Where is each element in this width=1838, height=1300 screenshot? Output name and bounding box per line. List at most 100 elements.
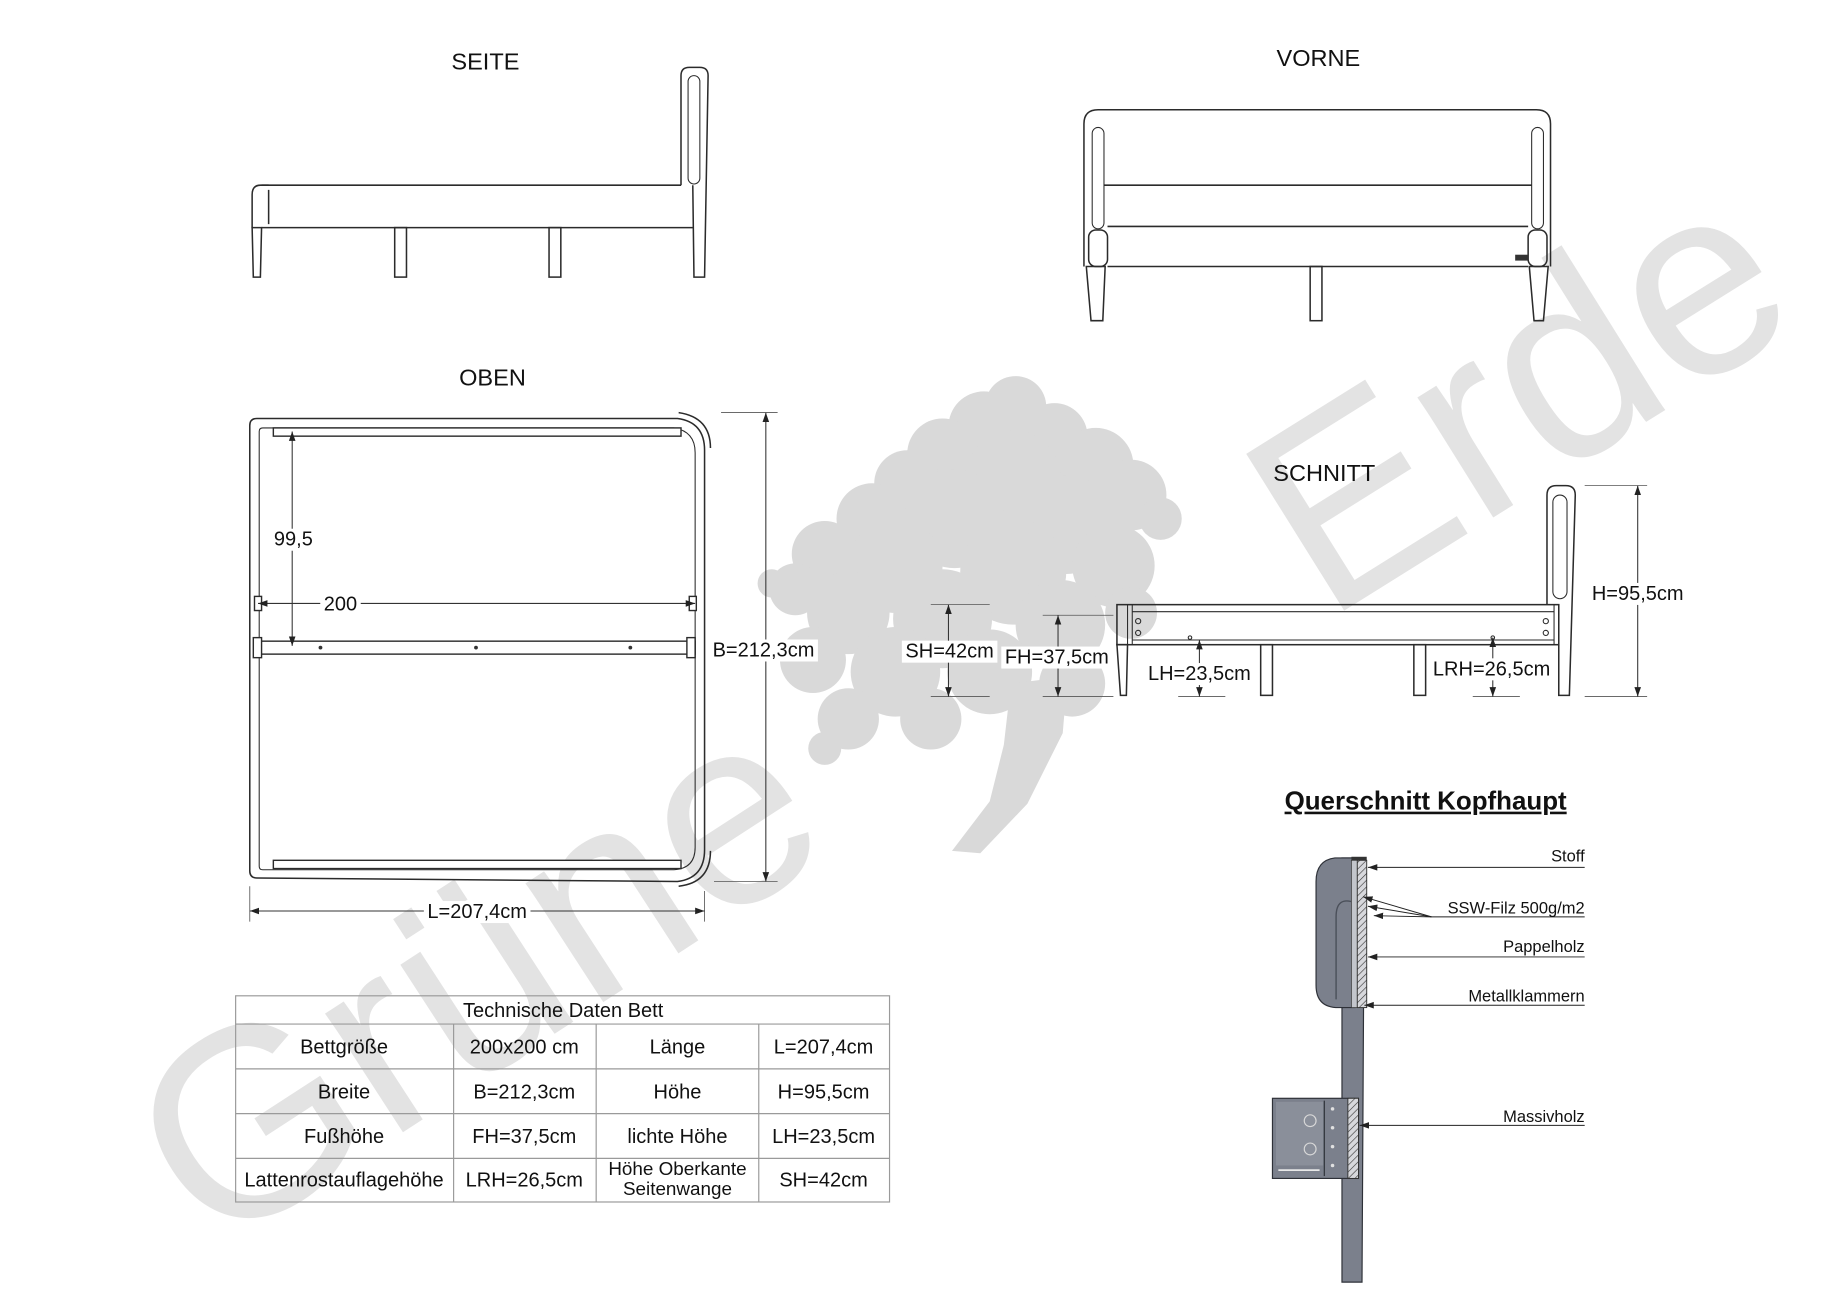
table-cell: lichte Höhe: [627, 1126, 727, 1148]
tree-foliage: [1105, 586, 1157, 639]
dimension-label-background: [901, 640, 998, 663]
front-frame-cap-left: [1087, 229, 1109, 268]
technical-data-table: Technische Daten Bett Bettgröße 200x200 …: [235, 995, 891, 1203]
top-frame-outer: [249, 417, 706, 883]
label-massivholz: Massivholz: [1503, 1108, 1585, 1126]
side-leg-left: [251, 226, 263, 278]
side-headboard-cushion: [687, 75, 701, 185]
front-view-title: VORNE: [1277, 45, 1361, 71]
front-leg-left: [1085, 265, 1106, 322]
table-cell: B=212,3cm: [473, 1081, 575, 1103]
cross-section-title: Querschnitt Kopfhaupt: [1285, 788, 1567, 816]
section-view: SCHNITT SH=42cm FH=37,5cm LH=23,5cm LRH=…: [901, 460, 1688, 697]
cs-metal-clamp: [1330, 1144, 1335, 1149]
cs-felt-layer: [1351, 859, 1358, 1008]
table-cell: Fußhöhe: [304, 1126, 384, 1148]
table-cell: LRH=26,5cm: [466, 1170, 583, 1192]
dimension-label-sh: SH=42cm: [905, 641, 993, 663]
front-leg-middle: [1309, 265, 1323, 322]
front-post-cushion-left: [1091, 126, 1105, 230]
section-frame: [1116, 603, 1560, 646]
cs-fabric-layer: [1351, 856, 1367, 861]
label-filz: SSW-Filz 500g/m2: [1448, 899, 1585, 917]
tree-foliage: [900, 688, 962, 750]
table-title: Technische Daten Bett: [463, 1000, 664, 1022]
dimension-label-length: L=207,4cm: [427, 901, 527, 923]
front-leg-right: [1528, 265, 1549, 322]
section-frame-inner-lines: [1127, 604, 1555, 645]
section-frame-bolt: [1542, 629, 1549, 637]
tree-trunk: [951, 676, 1068, 854]
table-cell: Breite: [318, 1081, 370, 1103]
side-view-title: SEITE: [451, 49, 519, 75]
cs-block-panel: [1275, 1101, 1324, 1166]
table-cell: Länge: [650, 1037, 706, 1059]
cs-metal-clamp: [1330, 1125, 1335, 1130]
dimension-label-h: H=95,5cm: [1592, 583, 1684, 605]
side-leg-middle-1: [393, 226, 408, 278]
top-frame-inner: [258, 427, 696, 871]
leader-filz-3: [1373, 912, 1432, 920]
dimension-label-slat-spacing: 99,5: [274, 529, 313, 551]
top-rail-foot: [272, 859, 682, 870]
section-frame-bolt: [1135, 629, 1142, 637]
table-grid: [235, 1023, 890, 1202]
section-headboard-cushion: [1552, 494, 1568, 600]
section-view-title: SCHNITT: [1273, 460, 1375, 486]
cs-metal-clamp: [1330, 1107, 1335, 1111]
table-cell: 200x200 cm: [470, 1037, 579, 1059]
watermark-word-erde: Erde: [1197, 116, 1837, 671]
dimension-label-background: [1001, 646, 1113, 669]
top-beam-screw: [628, 645, 633, 650]
top-center-beam-bracket-left: [252, 636, 263, 659]
dimension-label-inner-length: 200: [324, 594, 357, 616]
section-headboard: [1546, 484, 1577, 697]
side-leg-middle-2: [548, 226, 562, 278]
dimension-label-background: [270, 528, 317, 551]
top-beam-screw: [318, 645, 323, 650]
side-frame-rail: [261, 184, 693, 229]
table-cell: Höhe: [654, 1081, 702, 1103]
section-slat-support-mark: [1187, 635, 1193, 640]
label-pappelholz: Pappelholz: [1503, 938, 1585, 956]
dimension-label-lh: LH=23,5cm: [1148, 663, 1251, 685]
section-leg-middle-1: [1259, 643, 1274, 697]
front-view: VORNE: [1083, 45, 1552, 322]
tree-foliage: [1139, 497, 1182, 540]
section-leg-middle-2: [1413, 643, 1427, 697]
cs-solid-wood-hatch: [1347, 1097, 1359, 1179]
tree-foliage: [1072, 524, 1155, 607]
top-headboard-edge: [678, 411, 712, 887]
dimension-label-fh: FH=37,5cm: [1005, 647, 1109, 669]
dimension-label-background: [1144, 663, 1255, 686]
leader-filz-2: [1367, 904, 1432, 918]
table-cell: Lattenrostauflagehöhe: [244, 1170, 443, 1192]
front-brand-label: [1515, 254, 1529, 261]
table-cell: Bettgröße: [300, 1037, 388, 1059]
top-center-beam-bracket-right: [686, 636, 696, 659]
table-cell: L=207,4cm: [774, 1037, 874, 1059]
cs-metal-clamp: [1330, 1163, 1335, 1168]
front-post-cushion-right: [1531, 126, 1544, 230]
dimension-label-background: [320, 593, 361, 616]
table-cell: H=95,5cm: [778, 1081, 870, 1103]
cross-section-headboard: Querschnitt Kopfhaupt Stoff SSW-Filz 500…: [1271, 788, 1585, 1283]
dimension-label-background: [1429, 658, 1554, 681]
table-cell-line-1: Höhe Oberkante: [608, 1158, 746, 1179]
label-stoff: Stoff: [1551, 847, 1585, 865]
dimension-extension-length: [249, 886, 705, 922]
top-view: OBEN 99,5 200 B=212,3cm L=207,4cm: [249, 364, 818, 924]
tree-foliage: [757, 569, 786, 598]
top-rail-head: [272, 427, 682, 437]
table-border: [235, 995, 891, 1203]
dimension-label-lrh: LRH=26,5cm: [1433, 658, 1550, 680]
table-cell: SH=42cm: [779, 1170, 867, 1192]
cs-block-bolt: [1303, 1142, 1317, 1156]
table-cell-line-2: Seitenwange: [623, 1178, 732, 1199]
tree-silhouette: [757, 376, 1182, 854]
dimension-extension-fh: [1042, 614, 1114, 697]
side-frame-end-cap: [251, 184, 270, 228]
front-headboard: [1083, 109, 1552, 267]
dimension-label-background: [423, 901, 531, 924]
